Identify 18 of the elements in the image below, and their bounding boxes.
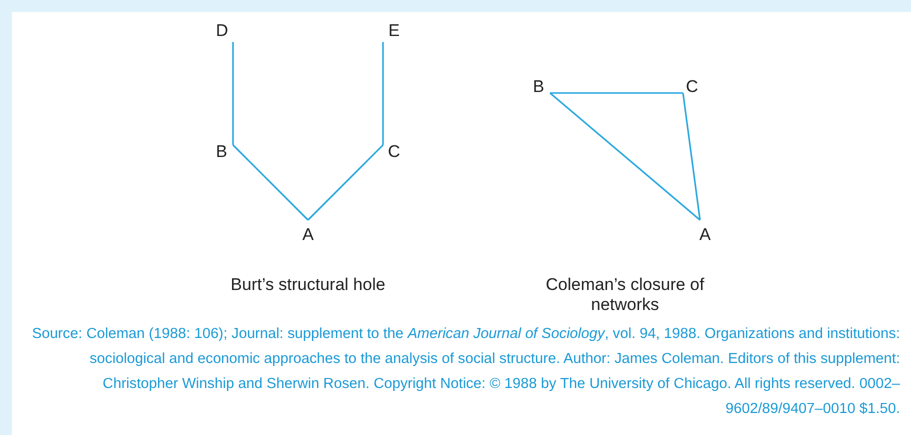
node-label: A bbox=[694, 220, 716, 250]
connector-line bbox=[549, 92, 701, 221]
connector-line bbox=[232, 42, 234, 145]
connector-line bbox=[232, 144, 309, 221]
connector-line bbox=[682, 92, 701, 220]
connector-line bbox=[382, 42, 384, 145]
diagram-caption: Burt’s structural hole bbox=[230, 275, 386, 295]
connector-line bbox=[307, 144, 384, 221]
node-label: B bbox=[527, 76, 550, 98]
node-label: A bbox=[297, 220, 319, 250]
connector-line bbox=[550, 92, 683, 94]
node-label: B bbox=[210, 140, 233, 164]
diagram-caption: Coleman’s closure of networks bbox=[544, 275, 706, 315]
node-label: C bbox=[683, 76, 701, 98]
source-note: Source: Coleman (1988: 106); Journal: supplement to the American Journal of Sociology, vol. 94, 1988. Organizations and institutions: sociological and economic approaches to the analysis of social structure. Author: James Coleman. Editors of this supplement: Christopher Winship and Sherwin Rosen. Copyright Notice: © 1988 by The University of Chicago. All rights reserved. 0002–9602/89/9407–0010 $1.50. bbox=[30, 325, 900, 419]
node-label: E bbox=[383, 20, 405, 42]
node-label: C bbox=[383, 140, 405, 164]
node-label: D bbox=[211, 20, 233, 42]
